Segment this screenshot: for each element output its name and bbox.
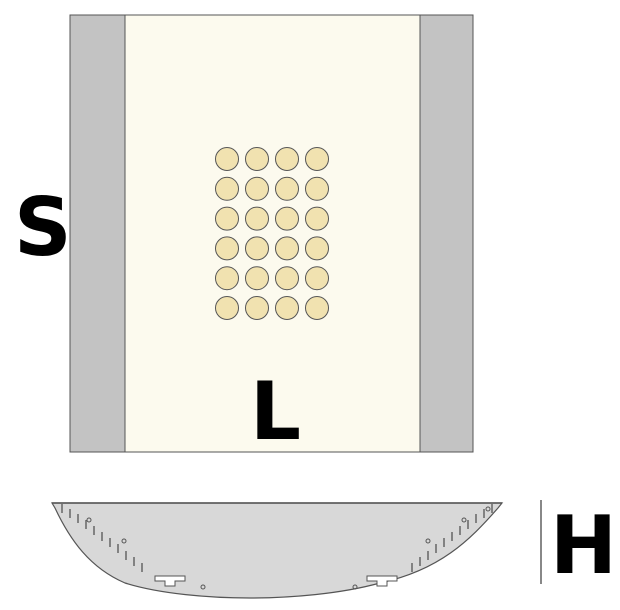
- led-dot: [245, 296, 269, 320]
- led-dot: [215, 296, 239, 320]
- led-dot: [215, 236, 239, 261]
- label-s: S: [14, 181, 72, 274]
- led-dot: [275, 266, 299, 291]
- led-dot: [245, 236, 269, 261]
- heat-fins: [61, 504, 493, 572]
- screw-hole: [200, 584, 206, 590]
- screw-hole: [352, 584, 358, 590]
- label-l: L: [250, 365, 301, 458]
- led-dot: [305, 236, 329, 261]
- screw-hole: [121, 538, 127, 544]
- profile-body: [50, 502, 504, 599]
- led-dot: [305, 296, 329, 320]
- led-dot-grid: [215, 147, 329, 320]
- screw-hole: [86, 517, 92, 523]
- led-dot: [275, 176, 299, 201]
- screw-hole: [485, 506, 491, 512]
- screw-hole: [461, 517, 467, 523]
- right-rail: [419, 14, 474, 453]
- led-dot: [215, 266, 239, 291]
- led-dot: [305, 176, 329, 201]
- led-dot: [245, 176, 269, 201]
- side-profile: [50, 502, 504, 599]
- led-dot: [275, 236, 299, 261]
- led-dot: [245, 266, 269, 291]
- t-slot-left: [154, 575, 186, 587]
- top-view: [69, 14, 474, 453]
- led-dot: [215, 176, 239, 201]
- led-dot: [245, 206, 269, 231]
- screw-hole: [425, 538, 431, 544]
- led-dot: [275, 296, 299, 320]
- left-rail: [69, 14, 126, 453]
- led-dot: [215, 206, 239, 231]
- center-plate: [124, 14, 421, 453]
- t-slot-right: [366, 575, 398, 587]
- led-dot: [305, 206, 329, 231]
- led-dot: [305, 147, 329, 171]
- led-dot: [215, 147, 239, 171]
- led-dot: [305, 266, 329, 291]
- led-dot: [275, 206, 299, 231]
- led-dot: [275, 147, 299, 171]
- label-h: H: [550, 499, 617, 592]
- led-dot: [245, 147, 269, 171]
